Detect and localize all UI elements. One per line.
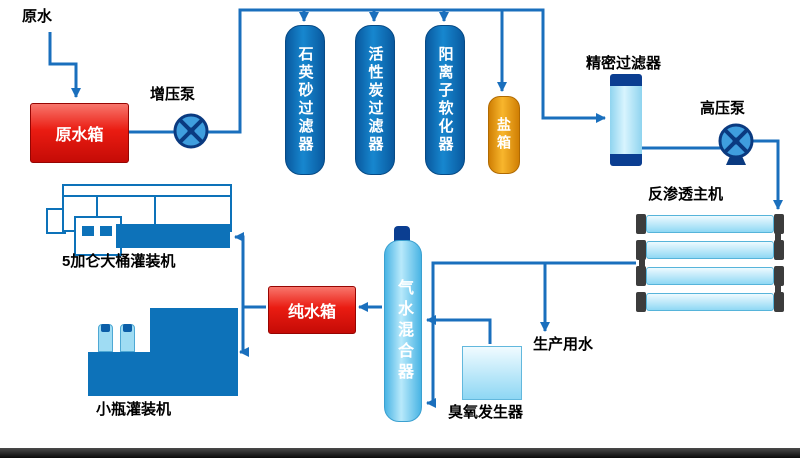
ro-tube-end-cap xyxy=(636,214,646,234)
ozone-generator-box xyxy=(462,346,522,400)
high-pressure-pump-label: 高压泵 xyxy=(700,100,746,117)
ro-connector xyxy=(639,259,645,268)
high-pressure-pump-icon xyxy=(717,122,755,160)
ro-tube-end-cap xyxy=(774,240,784,260)
precision-filter-body xyxy=(610,86,642,154)
ro-tube-end-cap xyxy=(636,240,646,260)
ro-tube xyxy=(636,214,784,234)
ro-tube xyxy=(636,292,784,312)
bottle-icon xyxy=(120,324,135,352)
small-bottle-filler-label: 小瓶灌装机 xyxy=(96,401,172,418)
filler-5gal-frame-line xyxy=(96,195,98,230)
ro-membrane-unit xyxy=(636,214,784,312)
ro-main-unit-label: 反渗透主机 xyxy=(648,186,724,203)
bottom-border-bar xyxy=(0,448,800,458)
cation-softener-label: 阳离子软化器 xyxy=(436,46,454,154)
cation-softener-tank: 阳离子软化器 xyxy=(425,25,465,175)
filler-5gal-window xyxy=(82,226,94,236)
ozone-generator-label: 臭氧发生器 xyxy=(448,404,524,421)
pipe-pure-tank-to-5gal xyxy=(234,232,266,309)
booster-pump-icon xyxy=(172,112,210,150)
hp-pump-stand xyxy=(726,156,746,165)
mixer-top-cap xyxy=(394,226,410,242)
bottle-filler-base xyxy=(88,352,152,396)
production-water-label: 生产用水 xyxy=(533,336,594,353)
gas-water-mixer-vessel: 气水混合器 xyxy=(384,240,422,422)
precision-filter-bottom-cap xyxy=(610,154,642,166)
ro-tube-body xyxy=(646,241,774,259)
ro-tube-end-cap xyxy=(636,266,646,286)
ro-tube xyxy=(636,240,784,260)
filler-5gal-control-box xyxy=(74,216,122,256)
activated-carbon-filter-label: 活性炭过滤器 xyxy=(366,46,384,154)
bottle-cap-icon xyxy=(101,324,110,332)
precision-filter-label: 精密过滤器 xyxy=(586,55,662,72)
raw-water-label: 原水 xyxy=(22,8,53,25)
gas-water-mixer-label: 气水混合器 xyxy=(395,278,412,384)
pipe-pure-tank-to-bottle xyxy=(239,307,249,357)
raw-water-tank: 原水箱 xyxy=(30,103,129,163)
ro-tube-body xyxy=(646,267,774,285)
precision-filter-vessel xyxy=(610,74,642,166)
pipe-ro-permeate xyxy=(426,261,636,408)
ro-tube-body xyxy=(646,215,774,233)
filler-5gal-frame-line xyxy=(154,195,156,230)
pure-water-tank-label: 纯水箱 xyxy=(287,304,336,321)
bottle-cap-icon xyxy=(123,324,132,332)
ro-tube-body xyxy=(646,293,774,311)
salt-tank-label: 盐箱 xyxy=(496,117,512,153)
ro-connector xyxy=(775,233,781,242)
booster-pump-label: 增压泵 xyxy=(150,86,196,103)
ro-tube xyxy=(636,266,784,286)
filler-5gal-conveyor xyxy=(116,224,230,248)
raw-water-tank-label: 原水箱 xyxy=(55,127,104,144)
quartz-sand-filter-tank: 石英砂过滤器 xyxy=(285,25,325,175)
pure-water-tank: 纯水箱 xyxy=(268,286,356,334)
bottle-filler-tower xyxy=(150,308,238,396)
ro-tube-end-cap xyxy=(774,266,784,286)
filler-5gal-frame-line xyxy=(64,195,230,197)
five-gallon-filler-label: 5加仑大桶灌装机 xyxy=(62,253,176,270)
ro-tube-end-cap xyxy=(774,292,784,312)
ro-connector xyxy=(775,285,781,294)
activated-carbon-filter-tank: 活性炭过滤器 xyxy=(355,25,395,175)
filler-5gal-window xyxy=(100,226,112,236)
ro-tube-end-cap xyxy=(636,292,646,312)
pipe-raw-water-inlet xyxy=(48,32,81,98)
pipe-ozone-to-mixer xyxy=(426,315,492,344)
salt-tank: 盐箱 xyxy=(488,96,520,174)
quartz-sand-filter-label: 石英砂过滤器 xyxy=(296,46,314,154)
ro-tube-end-cap xyxy=(774,214,784,234)
bottle-icon xyxy=(98,324,113,352)
precision-filter-top-cap xyxy=(610,74,642,86)
